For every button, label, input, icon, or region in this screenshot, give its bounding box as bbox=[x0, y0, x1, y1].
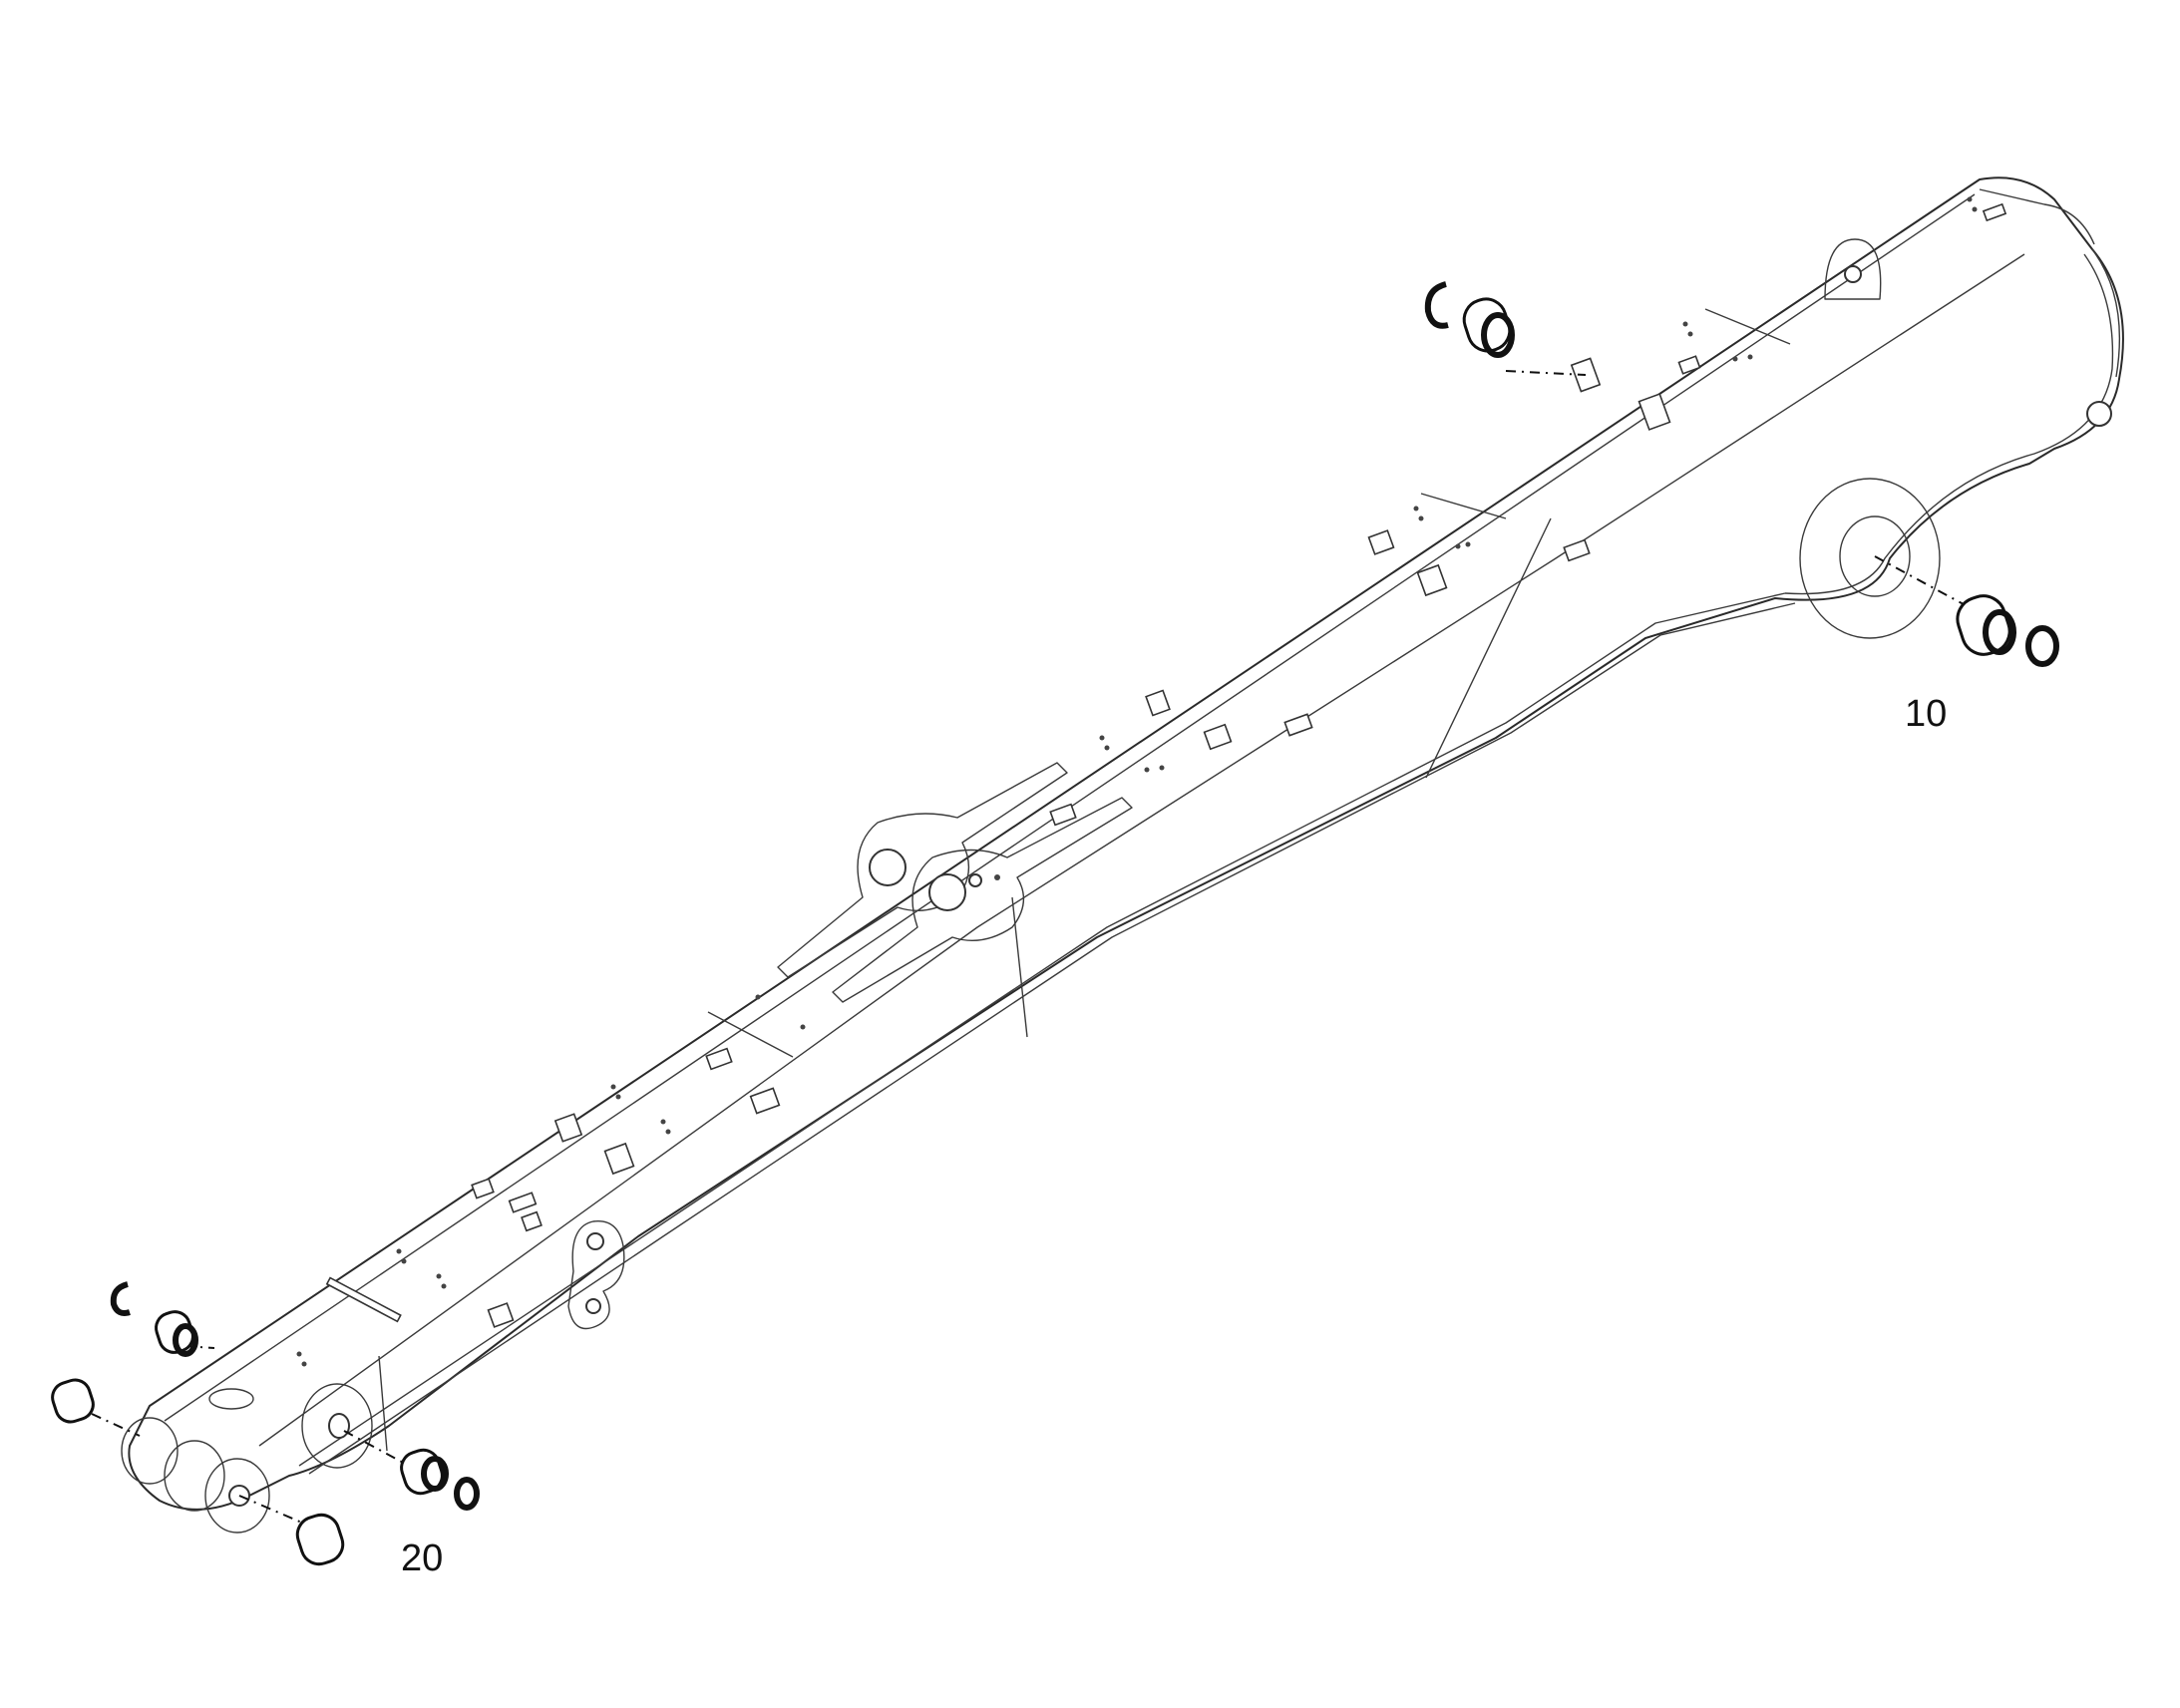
upper-pin-assembly bbox=[1424, 281, 1587, 376]
callout-20: 20 bbox=[401, 1537, 443, 1579]
cylinder-bracket bbox=[777, 762, 1133, 1003]
arm-end-pin-assembly bbox=[51, 1281, 480, 1566]
foot-pin-assembly bbox=[1874, 555, 2059, 667]
boom-body bbox=[128, 176, 2124, 1511]
callout-10: 10 bbox=[1905, 693, 1947, 735]
boom-foot-boss bbox=[1799, 238, 2112, 639]
boom-holes bbox=[296, 196, 1978, 1367]
linkage-bracket bbox=[567, 1220, 625, 1330]
boom-pads bbox=[325, 202, 2007, 1328]
